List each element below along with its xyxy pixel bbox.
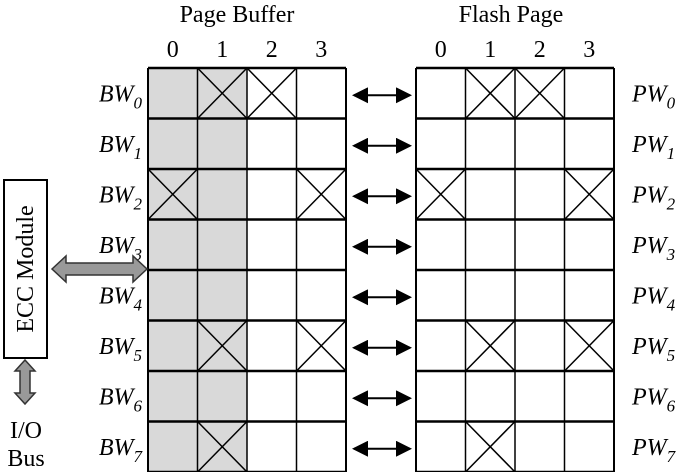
pb-row-label-subscript: 6 [134,396,143,415]
pb-row-label: BW5 [99,334,142,365]
fp-row-label-main: PW [631,334,669,360]
pb-cross-mark [196,67,248,120]
transfer-arrows [352,87,412,457]
fp-cross-mark [514,67,566,120]
pb-row-label-subscript: 3 [133,245,143,264]
fp-row-label: PW5 [631,334,675,365]
fp-row-label: PW1 [631,132,675,163]
ecc-module-box [3,179,48,359]
pb-row-label-main: BW [99,384,136,410]
io-label: I/O [10,418,42,444]
fp-row-label-main: PW [631,81,669,107]
pb-cross-mark [246,67,298,120]
ecc-io-arrow [13,358,37,406]
pb-row-label-subscript: 2 [134,194,143,213]
fp-cross-mark [464,319,516,372]
fp-row-label: PW4 [631,283,676,314]
fp-row-label: PW7 [631,435,677,466]
pb-row-label: BW0 [99,81,143,112]
fp-column-header: 0 [435,37,447,63]
pb-row-label-subscript: 0 [134,93,143,112]
pb-row-label: BW4 [99,283,143,314]
pb-row-label-main: BW [99,182,136,208]
fp-row-label: PW0 [631,81,676,112]
pb-row-label-main: BW [99,81,136,107]
pb-row-label-main: BW [99,283,136,309]
fp-row-label-main: PW [631,435,669,461]
fp-cross-mark [464,67,516,120]
pb-column-header: 0 [167,37,179,63]
fp-row-label-main: PW [631,132,669,158]
fp-row-label-subscript: 3 [666,245,676,264]
pb-cross-mark [196,319,248,372]
fp-column-header: 2 [534,37,546,63]
pb-row-label: BW6 [99,384,143,415]
fp-row-label-main: PW [631,233,669,259]
fp-row-label-main: PW [631,182,669,208]
pb-row-label-main: BW [99,233,136,259]
fp-row-label-subscript: 2 [667,194,676,213]
pb-row-label-subscript: 1 [134,144,143,163]
fp-row-label: PW6 [631,384,676,415]
pb-cross-mark [196,420,248,472]
ecc-module-label: ECC Module [13,205,39,332]
fp-cross-mark [563,168,615,221]
fp-row-label-subscript: 6 [667,396,676,415]
fp-cross-mark [563,319,615,372]
page-buffer-title: Page Buffer [180,2,295,28]
flash-page-title: Flash Page [459,2,564,28]
fp-row-label-subscript: 1 [667,144,676,163]
fp-row-label-subscript: 7 [667,447,677,466]
fp-cross-mark [415,168,467,221]
bus-label: Bus [7,446,44,472]
pb-row-label: BW2 [99,182,143,213]
pb-row-label-subscript: 5 [134,346,143,365]
pb-row-label-subscript: 4 [134,295,143,314]
fp-column-header: 1 [484,37,496,63]
fp-row-label: PW2 [631,182,676,213]
pb-column-header: 3 [315,37,327,63]
pb-cross-mark [295,168,347,221]
pb-row-label: BW3 [99,233,142,264]
pb-row-label: BW7 [99,435,144,466]
pb-row-label-main: BW [99,334,136,360]
pb-column-header: 2 [266,37,278,63]
pb-row-label-main: BW [99,132,136,158]
pb-cross-mark [147,168,199,221]
ecc-module: ECC Module [3,179,48,359]
pb-cross-mark [295,319,347,372]
fp-row-label-main: PW [631,384,669,410]
pb-row-label: BW1 [99,132,142,163]
pb-row-label-main: BW [99,435,136,461]
fp-column-header: 3 [583,37,595,63]
pb-column-header: 1 [216,37,228,63]
fp-cross-mark [464,420,516,472]
fp-row-label-main: PW [631,283,669,309]
fp-row-label: PW3 [631,233,675,264]
pb-row-label-subscript: 7 [134,447,144,466]
fp-row-label-subscript: 0 [667,93,676,112]
fp-row-label-subscript: 4 [667,295,676,314]
ecc-buffer-arrow [50,254,149,284]
fp-row-label-subscript: 5 [667,346,676,365]
